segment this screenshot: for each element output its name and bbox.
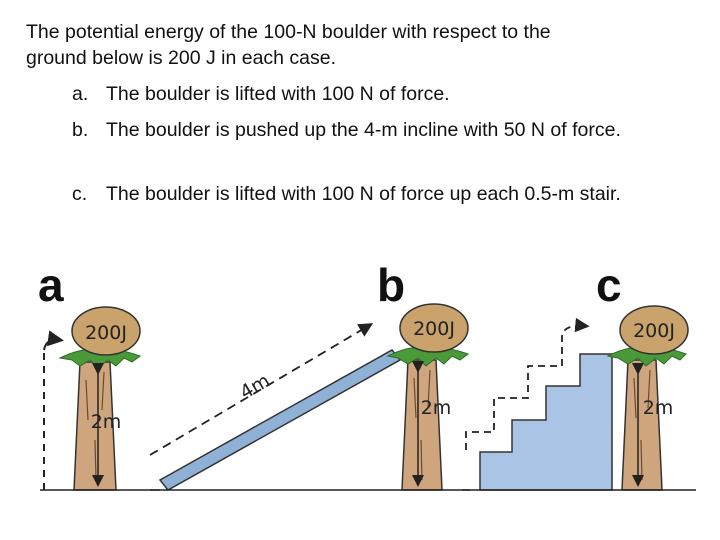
boulder — [71, 306, 141, 356]
boulder — [619, 305, 689, 355]
boulder-energy-label: 200J — [413, 318, 455, 340]
incline-ramp — [158, 349, 402, 491]
panel-b-figure: 4m 200J 2m — [149, 303, 470, 491]
boulder-energy-label: 200J — [85, 322, 127, 344]
incline-length-label: 4m — [236, 370, 274, 404]
panel-c-letter: c — [596, 259, 622, 311]
list-item-text: The boulder is pushed up the 4-m incline… — [106, 119, 621, 141]
list-item-text: The boulder is lifted with 100 N of forc… — [106, 183, 621, 205]
intro-line-1: The potential energy of the 100-N boulde… — [26, 21, 551, 43]
panel-c-figure: 200J 2m — [462, 305, 696, 491]
panel-a-figure: 200J 2m — [40, 306, 160, 491]
height-label: 2m — [91, 411, 122, 433]
lift-path-arrow — [43, 330, 64, 490]
height-label: 2m — [643, 397, 674, 419]
panel-b-letter: b — [377, 259, 406, 311]
boulder-energy-label: 200J — [633, 320, 675, 342]
panel-a-letter: a — [38, 259, 64, 311]
boulder — [399, 303, 469, 353]
list-marker: a. — [72, 83, 89, 105]
stairs — [479, 353, 613, 491]
incline-path-arrow — [149, 323, 374, 456]
list-item-text: The boulder is lifted with 100 N of forc… — [106, 83, 450, 105]
list-marker: c. — [72, 183, 88, 205]
stair-path-arrow — [465, 317, 590, 450]
height-label: 2m — [421, 397, 452, 419]
list-marker: b. — [72, 119, 89, 141]
intro-line-2: ground below is 200 J in each case. — [26, 47, 337, 69]
